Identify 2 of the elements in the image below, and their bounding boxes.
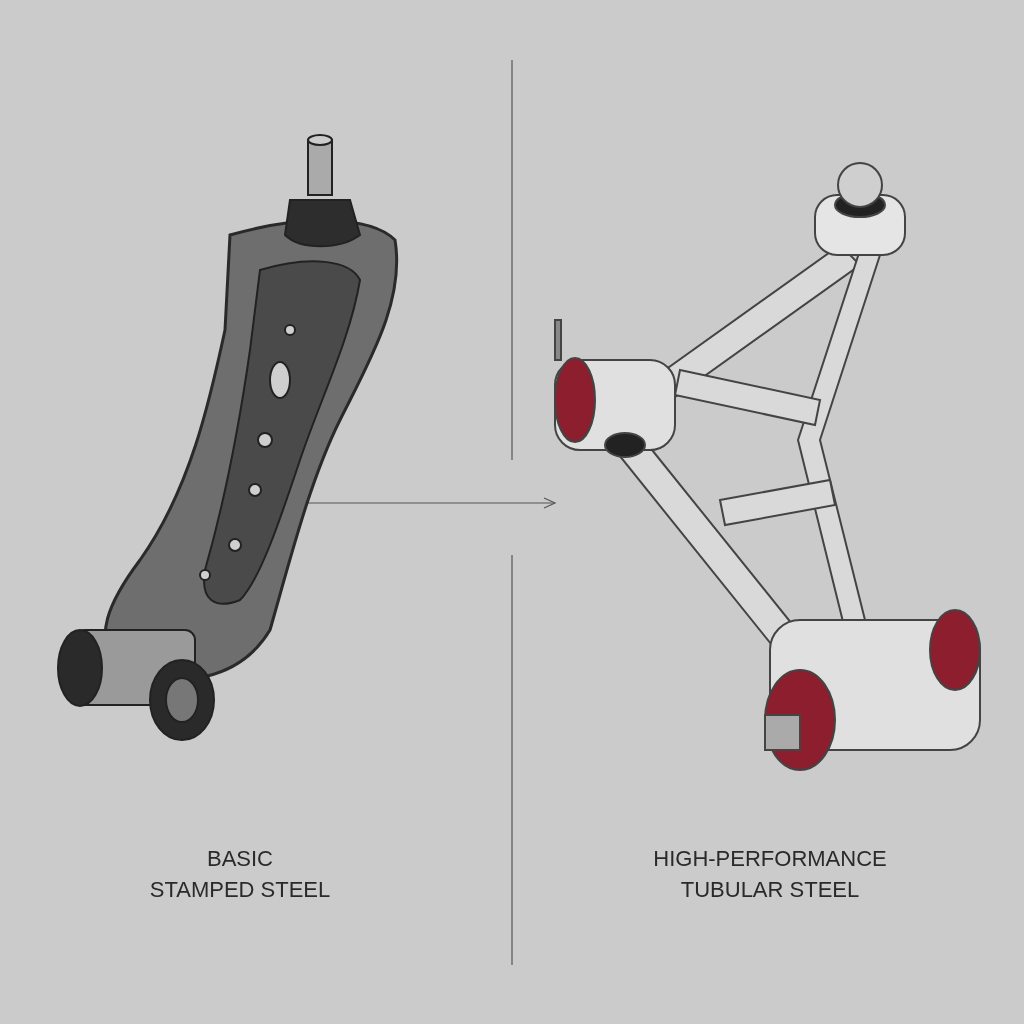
caption: BASIC STAMPED STEEL [148, 845, 332, 904]
caption: HIGH-PERFORMANCE TUBULAR STEEL [652, 845, 888, 904]
